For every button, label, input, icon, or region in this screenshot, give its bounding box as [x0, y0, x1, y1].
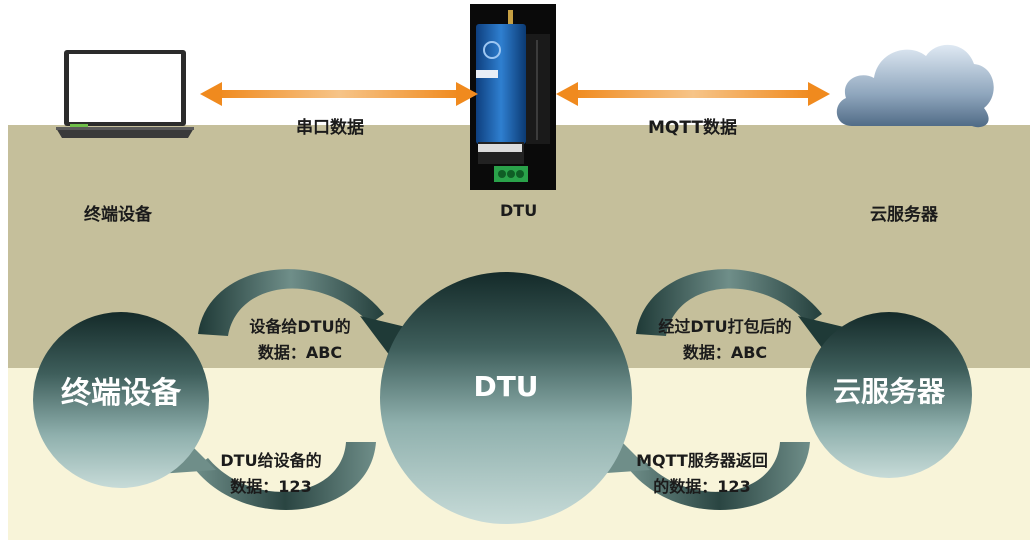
lower-left-caption-line1: DTU给设备的: [220, 451, 322, 470]
lower-left-caption: DTU给设备的 数据：123: [196, 448, 346, 500]
upper-right-caption-line2: 数据：ABC: [682, 343, 768, 362]
upper-left-caption-line1: 设备给DTU的: [249, 317, 351, 336]
terminal-device-node-label: 终端设备: [61, 376, 181, 411]
arc-arrow-upper-left: [198, 269, 410, 356]
mqtt-data-arrow: [556, 82, 830, 106]
lower-right-caption-line2: 的数据：123: [653, 477, 751, 496]
serial-data-arrow: [200, 82, 478, 106]
terminal-device-label: 终端设备: [84, 205, 152, 225]
dtu-node: DTU: [380, 272, 632, 524]
lower-right-caption-line1: MQTT服务器返回: [636, 451, 768, 470]
arc-arrow-upper-right: [636, 269, 848, 356]
lower-right-caption: MQTT服务器返回 的数据：123: [622, 448, 782, 500]
cloud-icon: [836, 44, 994, 128]
terminal-device-node: 终端设备: [33, 312, 209, 488]
upper-right-caption: 经过DTU打包后的 数据：ABC: [650, 314, 800, 366]
serial-data-label: 串口数据: [296, 118, 364, 138]
cloud-server-node-label: 云服务器: [832, 375, 945, 408]
upper-left-caption-line2: 数据：ABC: [257, 343, 343, 362]
lower-left-caption-line2: 数据：123: [230, 477, 312, 496]
dtu-device-icon: [470, 4, 556, 190]
upper-left-caption: 设备给DTU的 数据：ABC: [225, 314, 375, 366]
laptop-icon: [56, 50, 194, 138]
dtu-label: DTU: [500, 201, 538, 220]
upper-right-caption-line1: 经过DTU打包后的: [658, 317, 792, 336]
mqtt-data-label: MQTT数据: [648, 118, 737, 138]
dtu-node-label: DTU: [473, 370, 539, 403]
cloud-server-label: 云服务器: [870, 205, 938, 225]
cloud-server-node: 云服务器: [806, 312, 972, 478]
